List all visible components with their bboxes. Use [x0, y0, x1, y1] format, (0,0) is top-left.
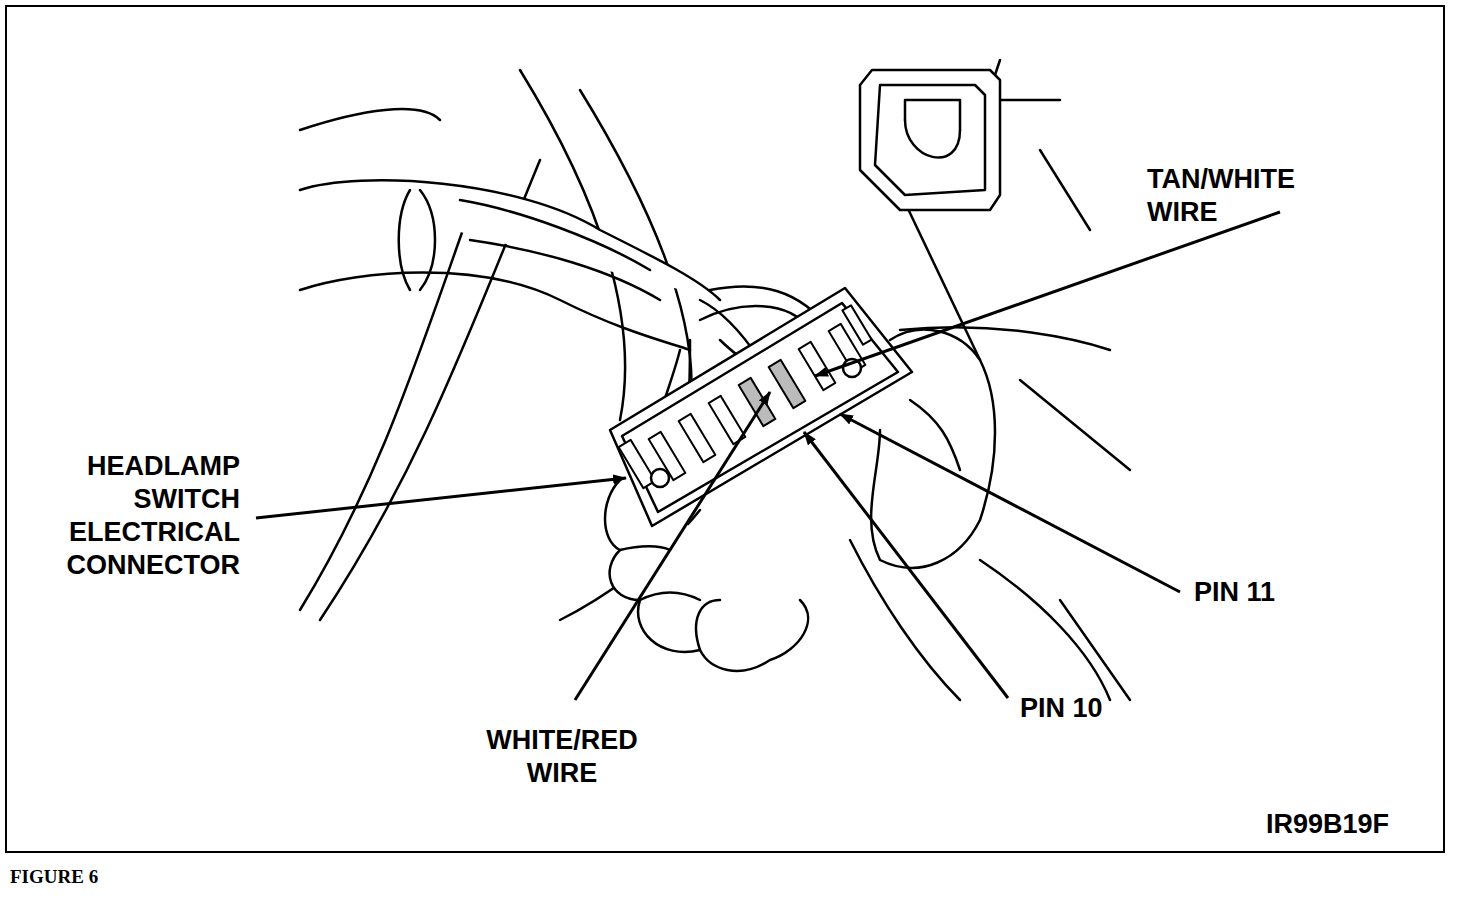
pin-label: PIN 10: [1020, 692, 1180, 725]
pin-label: PIN 11: [1194, 576, 1354, 609]
leader-line: [815, 212, 1280, 376]
leader-lines: [256, 212, 1280, 700]
figure-code: IR99B19F: [1266, 808, 1436, 841]
figure-caption: FIGURE 6: [10, 866, 98, 888]
wire-label: TAN/WHITE WIRE: [1147, 163, 1332, 229]
leader-line: [256, 478, 626, 518]
background-sketch: [300, 60, 1130, 700]
wire-label: WHITE/RED WIRE: [462, 724, 662, 790]
part-label: HEADLAMP SWITCH ELECTRICAL CONNECTOR: [40, 450, 240, 582]
figure-frame: [6, 6, 1444, 852]
leader-line: [840, 414, 1180, 592]
leader-line: [575, 392, 770, 700]
leader-line: [804, 432, 1008, 698]
